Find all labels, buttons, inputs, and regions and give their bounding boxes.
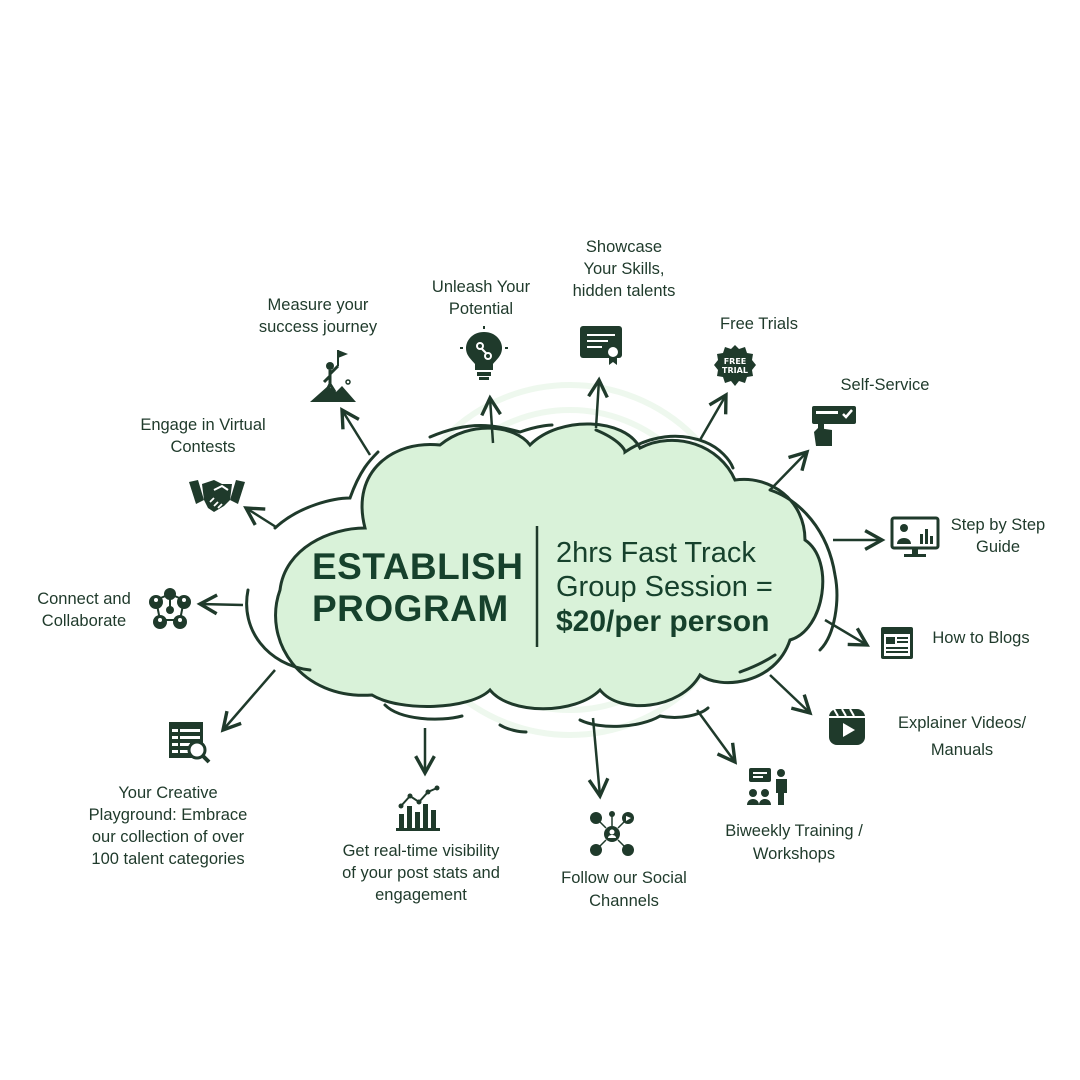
cloud-shape bbox=[274, 422, 825, 711]
analytics-chart-icon bbox=[396, 785, 440, 831]
category-table-search-icon bbox=[169, 722, 211, 764]
label-line: Playground: Embrace bbox=[88, 806, 248, 824]
label-line: Measure your bbox=[267, 296, 369, 314]
offer-price: $20/per person bbox=[556, 605, 770, 638]
lightbulb-icon bbox=[460, 326, 508, 380]
free-trial-badge-icon: FREE TRIAL bbox=[714, 345, 756, 386]
training-session-icon bbox=[747, 768, 787, 805]
label-free-trials: Free Trials bbox=[705, 313, 813, 335]
free-trial-badge-line-1: FREE bbox=[724, 357, 747, 366]
label-creative-playground: Your Creative Playground: Embrace our co… bbox=[74, 782, 262, 870]
collaboration-network-icon bbox=[149, 588, 191, 629]
cloud-outer-outline bbox=[245, 423, 839, 734]
label-follow-social: Follow our Social Channels bbox=[546, 867, 702, 913]
label-line: Unleash Your bbox=[431, 278, 531, 296]
label-line: Guide bbox=[975, 538, 1021, 556]
label-line: Workshops bbox=[752, 845, 836, 863]
label-line: our collection of over bbox=[91, 828, 245, 846]
label-line: Get real-time visibility bbox=[342, 842, 500, 860]
certificate-icon bbox=[580, 326, 622, 365]
label-connect-collaborate: Connect and Collaborate bbox=[26, 588, 142, 632]
social-network-icon bbox=[590, 811, 634, 856]
label-line: Step by Step bbox=[950, 516, 1046, 534]
label-line: engagement bbox=[375, 886, 467, 904]
label-line: Biweekly Training / bbox=[725, 822, 863, 840]
label-line: Potential bbox=[448, 300, 514, 318]
title-line-2: PROGRAM bbox=[312, 588, 509, 629]
label-line: Channels bbox=[589, 892, 659, 910]
label-line: Showcase bbox=[585, 238, 663, 256]
blog-window-icon bbox=[881, 627, 913, 659]
connector-arrows bbox=[196, 376, 886, 800]
label-post-stats: Get real-time visibility of your post st… bbox=[322, 840, 520, 906]
program-title: ESTABLISH PROGRAM bbox=[312, 546, 523, 630]
label-self-service: Self-Service bbox=[826, 374, 944, 396]
label-line: Collaborate bbox=[41, 612, 127, 630]
presentation-screen-icon bbox=[890, 516, 940, 557]
label-line: Free Trials bbox=[720, 315, 798, 333]
label-line: Follow our Social bbox=[561, 869, 687, 887]
label-line: Contests bbox=[170, 438, 236, 456]
free-trial-badge-line-2: TRIAL bbox=[722, 366, 748, 375]
label-measure-success: Measure your success journey bbox=[246, 294, 390, 338]
touch-screen-icon bbox=[812, 406, 856, 446]
label-line: of your post stats and bbox=[342, 864, 500, 882]
label-how-to-blogs: How to Blogs bbox=[922, 627, 1040, 649]
label-line: 100 talent categories bbox=[91, 850, 245, 868]
offer-text: 2hrs Fast Track Group Session = $20/per … bbox=[556, 536, 773, 639]
label-line: Manuals bbox=[930, 741, 994, 759]
label-line: hidden talents bbox=[572, 282, 676, 300]
label-showcase-skills: Showcase Your Skills, hidden talents bbox=[552, 236, 696, 302]
label-line: Connect and bbox=[37, 590, 131, 608]
label-unleash-potential: Unleash Your Potential bbox=[416, 276, 546, 320]
offer-line-2: Group Session = bbox=[556, 571, 773, 603]
label-line: How to Blogs bbox=[932, 629, 1030, 647]
label-line: Your Skills, bbox=[583, 260, 665, 278]
label-line: Self-Service bbox=[840, 376, 930, 394]
label-line: Your Creative bbox=[118, 784, 218, 802]
title-line-1: ESTABLISH bbox=[312, 546, 524, 587]
offer-line-1: 2hrs Fast Track bbox=[556, 537, 756, 569]
label-line: Engage in Virtual bbox=[140, 416, 266, 434]
mountain-flag-icon bbox=[310, 350, 356, 402]
label-line: Explainer Videos/ bbox=[897, 714, 1027, 732]
label-explainer-videos: Explainer Videos/ Manuals bbox=[884, 710, 1040, 764]
label-virtual-contests: Engage in Virtual Contests bbox=[126, 414, 280, 458]
label-step-by-step-guide: Step by Step Guide bbox=[940, 514, 1056, 558]
video-play-icon bbox=[829, 708, 865, 745]
label-line: success journey bbox=[258, 318, 378, 336]
handshake-icon bbox=[189, 480, 245, 512]
label-biweekly-training: Biweekly Training / Workshops bbox=[708, 820, 880, 866]
